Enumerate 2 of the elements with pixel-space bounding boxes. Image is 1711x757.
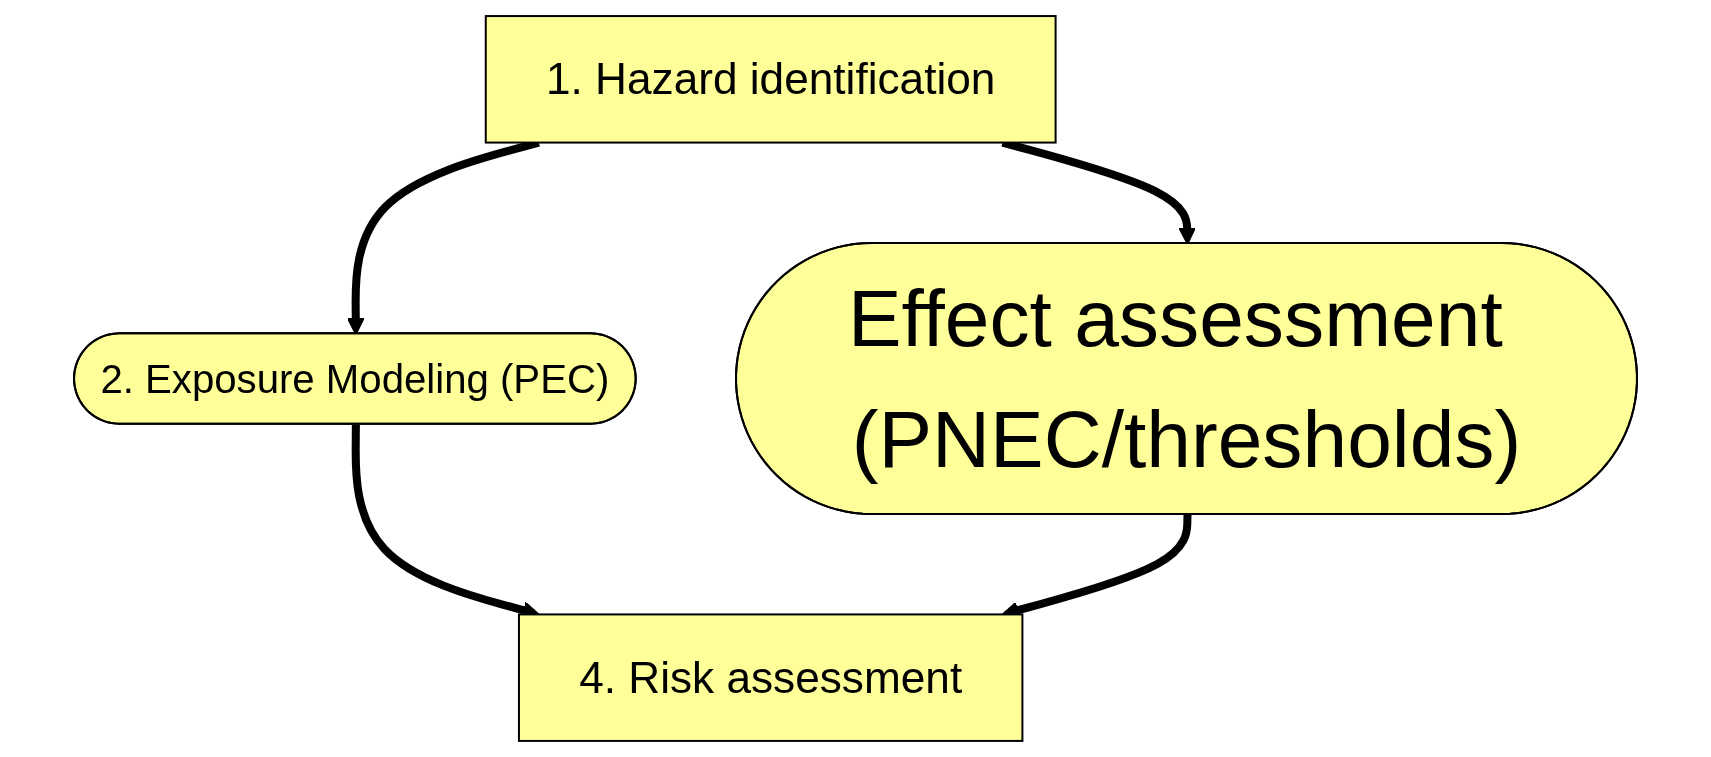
node-box: 4. Risk assessment — [517, 613, 1024, 742]
node-box: 1. Hazard identification — [484, 15, 1057, 144]
